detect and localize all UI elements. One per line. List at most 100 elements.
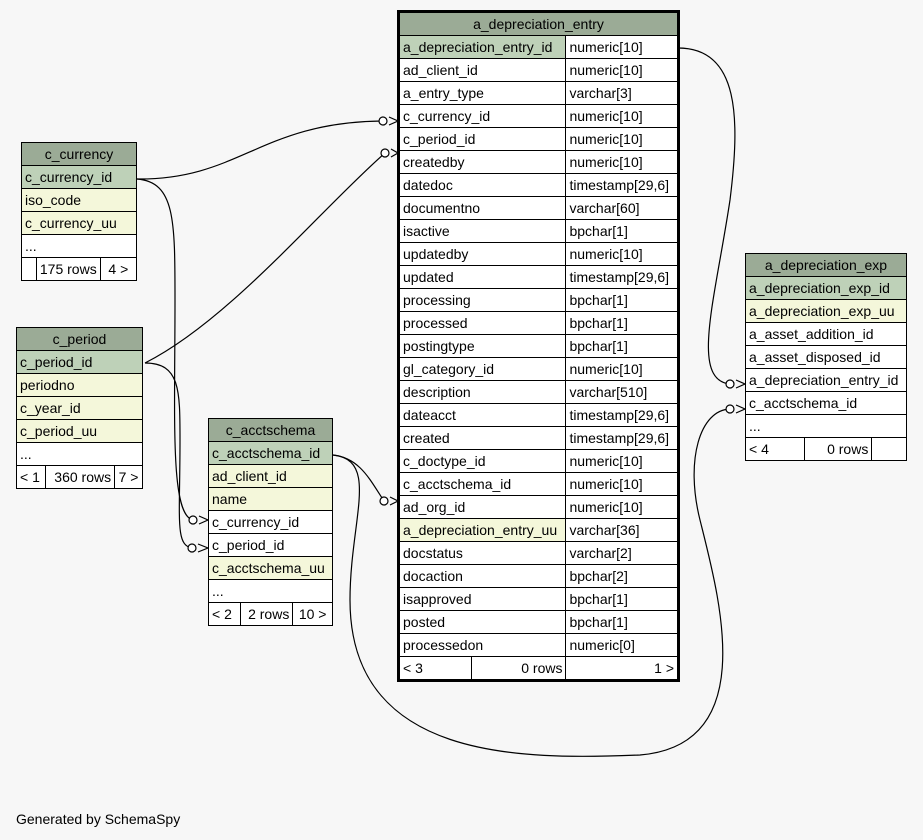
children-count[interactable]: 1 > — [565, 656, 678, 680]
column-name: docstatus — [398, 541, 567, 565]
row-count: 360 rows — [44, 465, 116, 489]
table-row[interactable]: c_acctschema_uu — [208, 556, 333, 580]
table-row[interactable]: ... — [16, 442, 143, 466]
column-type: varchar[3] — [565, 81, 678, 105]
table-title[interactable]: c_period — [16, 327, 143, 351]
table-row[interactable]: a_depreciation_exp_uu — [745, 299, 907, 323]
column-name: name — [208, 487, 333, 511]
row-count: 0 rows — [803, 437, 873, 461]
column-name: a_depreciation_entry_id — [745, 368, 907, 392]
table-row[interactable]: c_period_id — [208, 533, 333, 557]
column-name: c_currency_id — [398, 104, 567, 128]
table-row[interactable]: c_currency_id — [208, 510, 333, 534]
table-row[interactable]: c_currency_id — [21, 165, 137, 189]
table-row[interactable]: ... — [745, 414, 907, 438]
table-row[interactable]: iso_code — [21, 188, 137, 212]
children-count[interactable] — [871, 437, 907, 461]
table-row[interactable]: c_period_id — [16, 350, 143, 374]
column-type: varchar[60] — [565, 196, 678, 220]
column-type: timestamp[29,6] — [565, 173, 678, 197]
column-type: numeric[10] — [565, 242, 678, 266]
column-name: c_acctschema_id — [398, 472, 567, 496]
table-row[interactable]: c_period_uu — [16, 419, 143, 443]
column-name: a_asset_addition_id — [745, 322, 907, 346]
table-row[interactable]: ad_client_id — [208, 464, 333, 488]
table-row[interactable]: name — [208, 487, 333, 511]
column-name: postingtype — [398, 334, 567, 358]
table-row[interactable]: c_currency_uu — [21, 211, 137, 235]
row-count: 0 rows — [470, 656, 567, 680]
column-name: documentno — [398, 196, 567, 220]
column-type: numeric[10] — [565, 150, 678, 174]
table-row[interactable]: a_depreciation_exp_id — [745, 276, 907, 300]
table-title[interactable]: c_acctschema — [208, 418, 333, 442]
table-row[interactable]: a_asset_addition_id — [745, 322, 907, 346]
rel-currency-entry — [136, 120, 384, 180]
table-row[interactable]: a_depreciation_entry_id — [745, 368, 907, 392]
column-name: c_doctype_id — [398, 449, 567, 473]
table-row[interactable]: c_acctschema_id — [208, 441, 333, 465]
parents-count[interactable] — [21, 257, 37, 281]
parents-count[interactable]: < 3 — [399, 656, 472, 680]
rel-entry-exp — [677, 47, 736, 385]
table-title[interactable]: a_depreciation_entry — [399, 12, 678, 36]
column-name: datedoc — [398, 173, 567, 197]
column-type: numeric[10] — [565, 104, 678, 128]
column-name: ... — [16, 442, 143, 466]
table-row[interactable]: c_year_id — [16, 396, 143, 420]
parents-count[interactable]: < 4 — [745, 437, 805, 461]
parents-count[interactable]: < 1 — [16, 465, 46, 489]
column-name: processing — [398, 288, 567, 312]
column-name: c_acctschema_uu — [208, 556, 333, 580]
parents-count[interactable]: < 2 — [208, 602, 241, 626]
column-type: timestamp[29,6] — [565, 426, 678, 450]
column-name: periodno — [16, 373, 143, 397]
table-row[interactable]: c_acctschema_id — [745, 391, 907, 415]
column-name: isapproved — [398, 587, 567, 611]
table-row[interactable]: ... — [21, 234, 137, 258]
table-row[interactable]: ... — [208, 579, 333, 603]
table-row[interactable]: periodno — [16, 373, 143, 397]
children-count[interactable]: 7 > — [114, 465, 143, 489]
table-title[interactable]: a_depreciation_exp — [745, 253, 907, 277]
children-count[interactable]: 10 > — [292, 602, 333, 626]
table-row[interactable]: a_asset_disposed_id — [745, 345, 907, 369]
children-count[interactable]: 4 > — [99, 257, 138, 281]
table-title[interactable]: c_currency — [21, 142, 137, 166]
